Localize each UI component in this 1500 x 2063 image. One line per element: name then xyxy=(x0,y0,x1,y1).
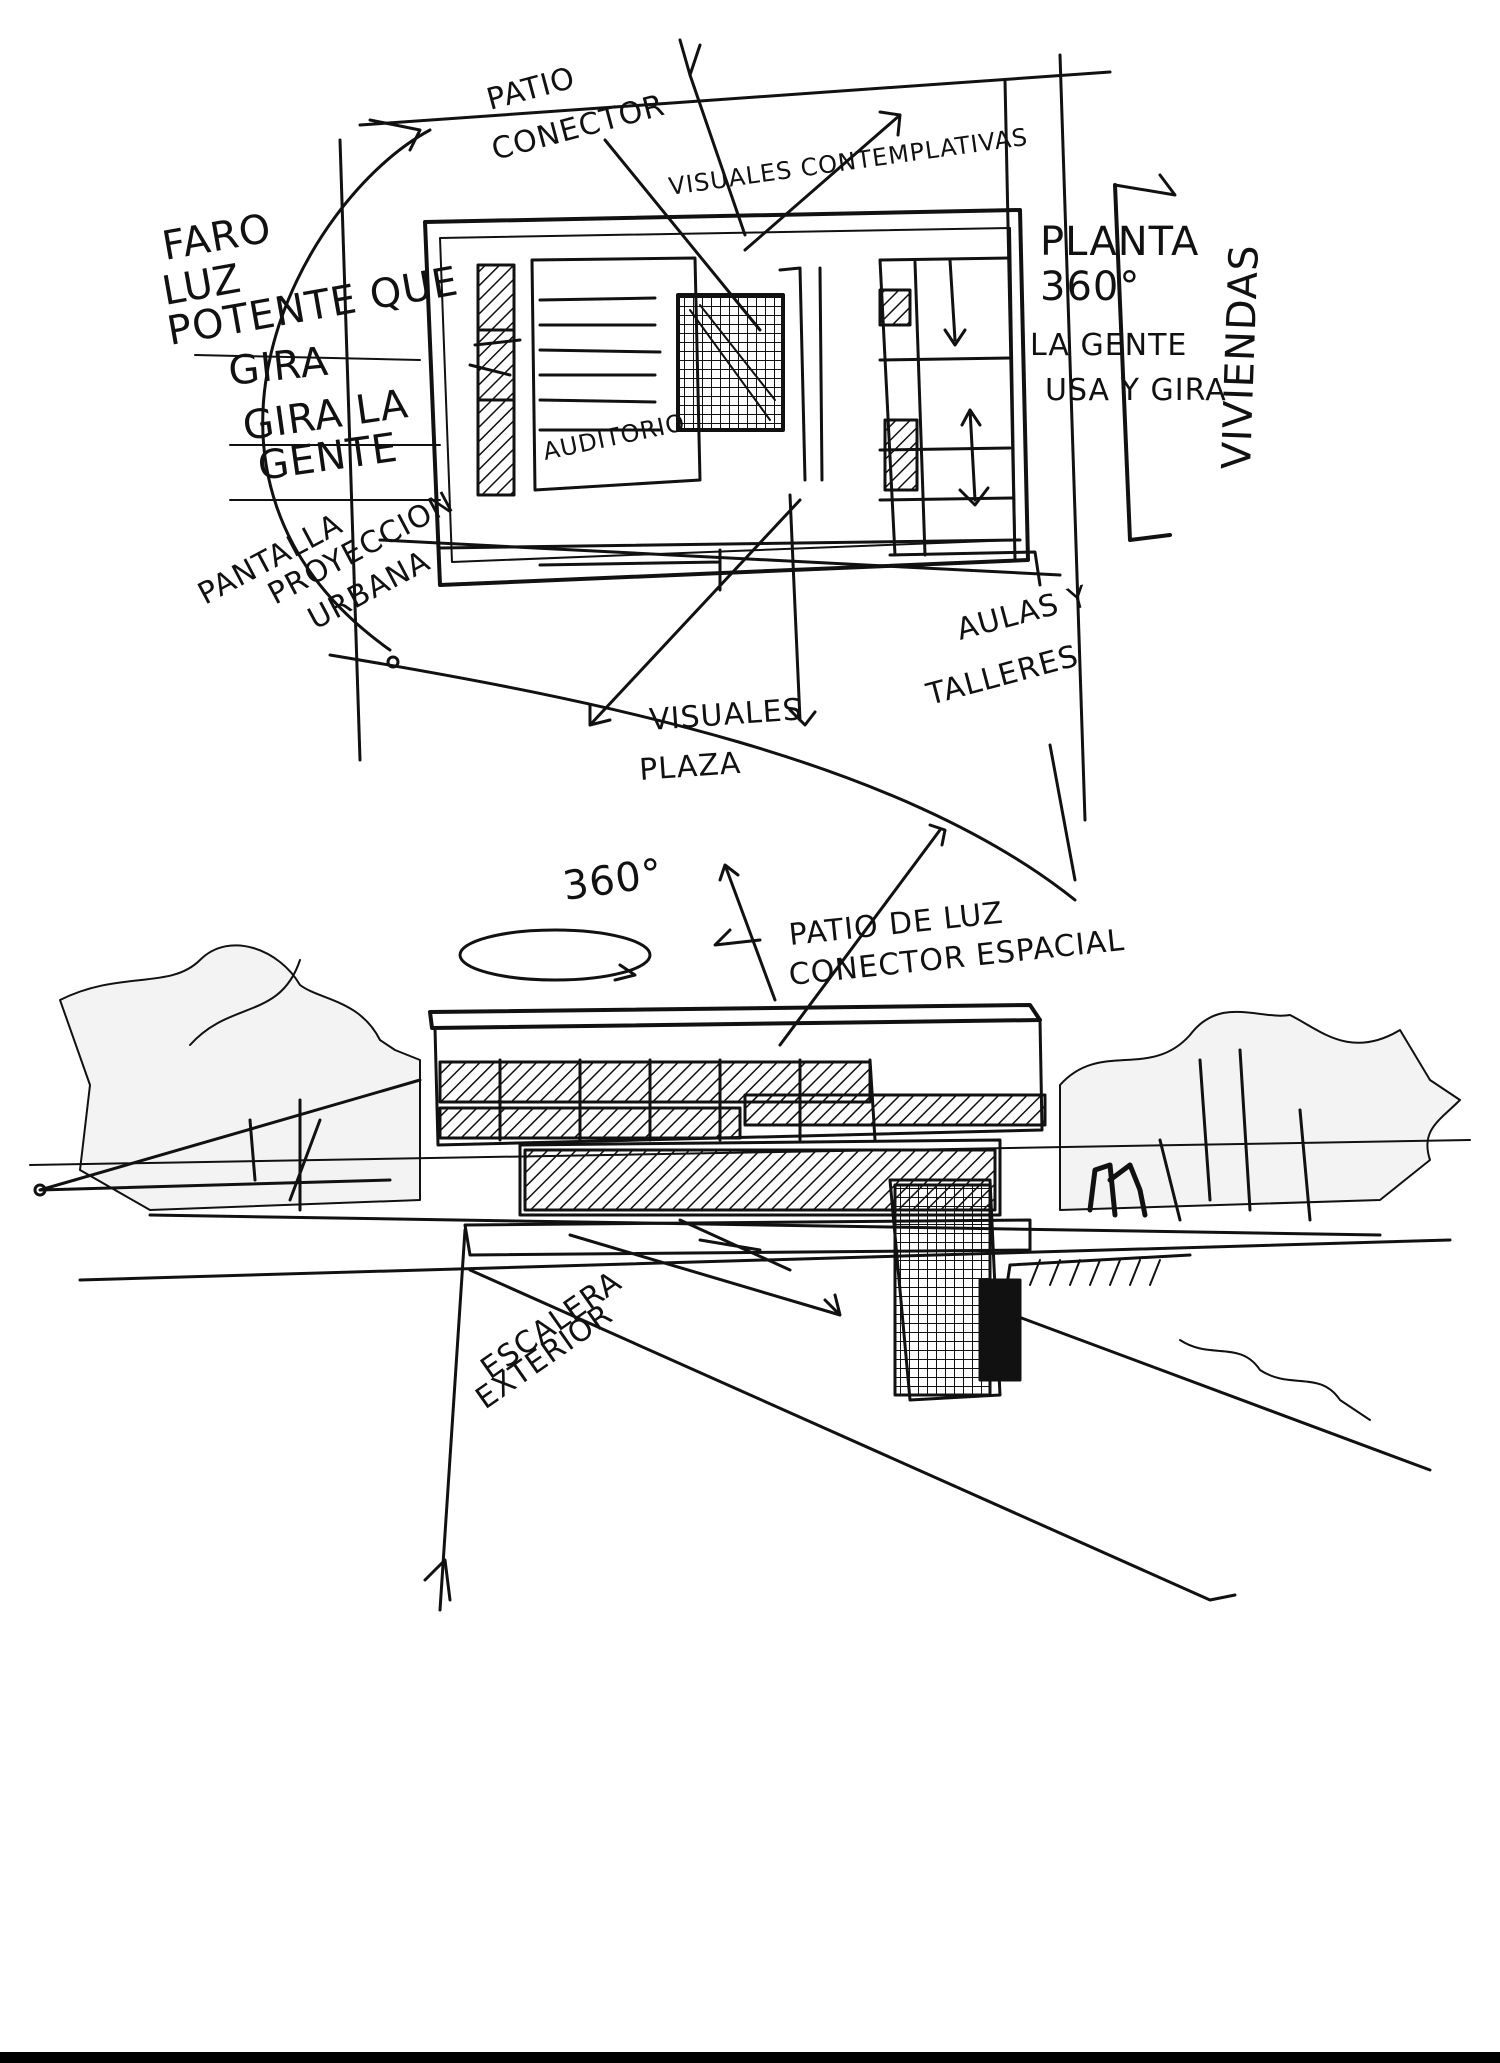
annotation-labels: PATIO CONECTOR VISUALES CONTEMPLATIVAS F… xyxy=(159,61,1268,1417)
label-planta-360: LA GENTE xyxy=(1030,328,1187,363)
scan-edge-bar xyxy=(0,2052,1500,2063)
label-faro: GIRA xyxy=(226,339,331,395)
label-planta-360: PLANTA xyxy=(1040,219,1199,265)
label-visuales-plaza: VISUALES xyxy=(648,692,804,738)
label-aulas-talleres: AULAS Y xyxy=(953,579,1092,648)
floor-plan-sketch xyxy=(194,38,1177,902)
label-planta-360: USA Y GIRA xyxy=(1045,373,1227,408)
label-auditorio: AUDITORIO xyxy=(540,408,687,465)
label-aulas-talleres: TALLERES xyxy=(922,639,1082,713)
label-360-degrees: 360° xyxy=(560,850,666,910)
label-viviendas: VIVIENDAS xyxy=(1214,244,1268,471)
perspective-sketch xyxy=(29,743,1471,1612)
label-visuales-plaza: PLAZA xyxy=(638,746,742,788)
label-planta-360: 360° xyxy=(1040,264,1140,310)
